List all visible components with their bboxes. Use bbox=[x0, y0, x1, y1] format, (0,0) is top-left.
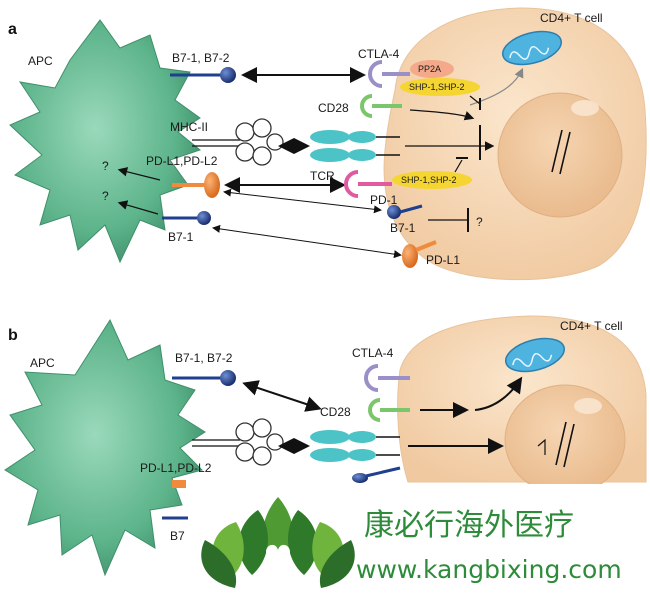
ctla4-label: CTLA-4 bbox=[358, 47, 400, 61]
tcr-label: TCR bbox=[310, 169, 335, 183]
mitochondrion-icon-b bbox=[505, 337, 565, 373]
nucleus-b bbox=[504, 384, 626, 496]
mhc-label: MHC-II bbox=[170, 120, 208, 134]
svg-text:SHP-1,SHP-2: SHP-1,SHP-2 bbox=[409, 82, 465, 92]
mhc-molecule-b bbox=[235, 418, 284, 466]
watermark: 康必行海外医疗 www.kangbixing.com bbox=[201, 497, 622, 588]
q-mark-2: ? bbox=[102, 189, 109, 203]
b7-pair-label-b: B7-1, B7-2 bbox=[175, 351, 233, 365]
apc-label-b: APC bbox=[30, 356, 55, 370]
pp2a-badge bbox=[410, 60, 454, 78]
panel-b-letter: b bbox=[8, 327, 18, 344]
pdl-ligand-b bbox=[172, 480, 186, 488]
b7-1-t-ligand bbox=[387, 204, 423, 219]
pdl1-t-ligand bbox=[402, 240, 437, 268]
cd28-receptor-b bbox=[368, 398, 410, 422]
lotus-logo-icon bbox=[201, 497, 355, 588]
ctla4-label-b: CTLA-4 bbox=[352, 346, 394, 360]
b7-1-apc-label: B7-1 bbox=[168, 230, 194, 244]
b7-partial-label-b: B7 bbox=[170, 529, 185, 543]
ctla4-receptor-b bbox=[364, 364, 410, 392]
panel-a: a CD4+ T cell APC B7-1, B7-2 CTLA-4 bbox=[8, 7, 647, 281]
shp-bottom-badge bbox=[392, 171, 472, 189]
q-mark-3: ? bbox=[476, 215, 483, 229]
q-mark-1: ? bbox=[102, 159, 109, 173]
b7-1-partial-b bbox=[162, 466, 401, 520]
pdl-pair-label: PD-L1,PD-L2 bbox=[146, 154, 218, 168]
b7-1-apc-ligand bbox=[162, 211, 211, 225]
ctla4-receptor bbox=[368, 60, 410, 88]
apc-label: APC bbox=[28, 54, 53, 68]
b7-1-t-label: B7-1 bbox=[390, 221, 416, 235]
b7-ligand-b bbox=[172, 370, 236, 386]
pdl1-t-label: PD-L1 bbox=[426, 253, 460, 267]
nucleus bbox=[497, 92, 623, 218]
svg-text:PP2A: PP2A bbox=[418, 64, 441, 74]
pdl-ligand bbox=[172, 172, 220, 198]
tcr-complex-b bbox=[310, 430, 376, 462]
cd28-label-b: CD28 bbox=[320, 405, 351, 419]
pd1-label: PD-1 bbox=[370, 193, 398, 207]
b7-ligand bbox=[170, 67, 236, 83]
apc-body-b bbox=[4, 318, 206, 577]
b7-pair-label: B7-1, B7-2 bbox=[172, 51, 230, 65]
brand-name: 康必行海外医疗 bbox=[364, 508, 574, 543]
cd28-label: CD28 bbox=[318, 101, 349, 115]
shp-top-badge bbox=[400, 78, 480, 96]
panel-b: b CD4+ T cell APC B7-1, B7-2 CTLA-4 CD28 bbox=[4, 315, 647, 577]
pdl-pair-label-b: PD-L1,PD-L2 bbox=[140, 461, 212, 475]
apc-body bbox=[9, 19, 202, 264]
brand-url: www.kangbixing.com bbox=[356, 555, 622, 584]
tcr-complex bbox=[310, 130, 376, 162]
t-cell-label-b: CD4+ T cell bbox=[560, 319, 623, 333]
mitochondrion-icon bbox=[502, 30, 562, 66]
cd28-receptor bbox=[360, 94, 402, 118]
mhc-molecule bbox=[235, 118, 284, 166]
panel-a-letter: a bbox=[8, 21, 17, 38]
svg-text:SHP-1,SHP-2: SHP-1,SHP-2 bbox=[401, 175, 457, 185]
t-cell-label: CD4+ T cell bbox=[540, 11, 603, 25]
